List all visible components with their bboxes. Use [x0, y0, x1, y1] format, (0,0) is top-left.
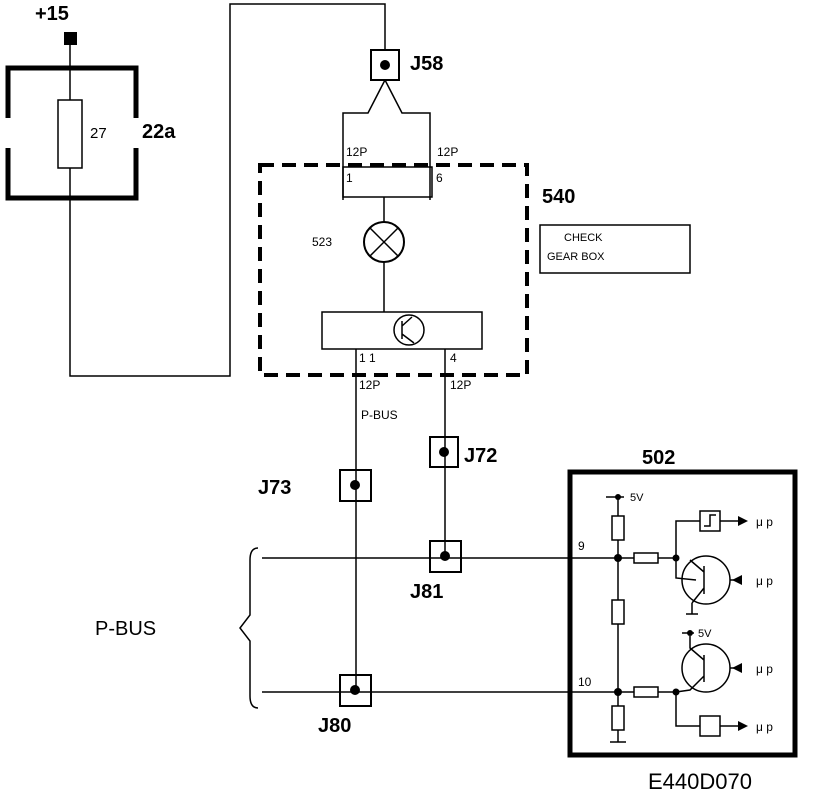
connector-j80: J80: [318, 674, 372, 737]
transistor-icon: [393, 314, 425, 346]
pin-bottom-right: 4: [450, 351, 457, 365]
fuse-block-id: 22a: [142, 121, 176, 143]
unit-540-boundary: [258, 163, 529, 377]
plug-bottom-left: 12P: [359, 378, 380, 392]
buffer-wire: [675, 692, 738, 727]
warning-line-1: CHECK: [564, 232, 603, 244]
series-resistor-9: [633, 552, 659, 564]
bus-label: P-BUS: [95, 618, 156, 640]
connector-j72: J72: [429, 436, 497, 468]
fuse-number: 27: [90, 125, 107, 142]
supply-5v-2: 5V: [682, 628, 712, 640]
buffer-block-icon: [699, 715, 721, 737]
connector-j58-label: J58: [410, 53, 443, 75]
plug-top-left: 12P: [346, 145, 367, 159]
supply-5v-1: 5V: [606, 492, 644, 504]
driver-block: [321, 311, 483, 350]
warning-text-box: [539, 224, 691, 274]
connector-j73: J73: [258, 469, 372, 502]
warning-line-2: GEAR BOX: [547, 251, 605, 263]
pin-top-right: 6: [436, 171, 443, 185]
lamp-523-label: 523: [312, 235, 332, 249]
top-connector-block: [342, 166, 433, 198]
resistor-pullup: [611, 515, 625, 541]
pin-bottom-left: 1 1: [359, 351, 376, 365]
svg-text:5V: 5V: [630, 492, 644, 504]
connector-j72-label: J72: [464, 445, 497, 467]
trigger-wire: [675, 520, 738, 558]
bus-brace: [239, 547, 259, 709]
j58-split-wire: [342, 79, 431, 200]
fuse-27: [57, 99, 83, 169]
receive-transistor-icon: [675, 555, 731, 615]
supply-label: +15: [35, 3, 69, 25]
connector-j81: J81: [410, 540, 462, 603]
connector-j80-label: J80: [318, 715, 351, 737]
transmit-transistor-icon: [675, 636, 731, 693]
unit-502-boundary: [567, 469, 798, 758]
series-resistor-10: [633, 686, 659, 698]
svg-text:5V: 5V: [698, 628, 712, 640]
connector-j58: J58: [370, 49, 443, 81]
output-2: μ p: [756, 574, 773, 588]
unit-502-id: 502: [642, 447, 675, 469]
schmitt-trigger-icon: [699, 510, 721, 532]
output-4: μ p: [756, 720, 773, 734]
drawing-id: E440D070: [648, 769, 752, 794]
pin-top-left: 1: [346, 171, 353, 185]
unit-540-id: 540: [542, 186, 575, 208]
supply-wire: [69, 3, 386, 377]
output-1: μ p: [756, 515, 773, 529]
pin-10-label: 10: [578, 675, 592, 689]
plug-top-right: 12P: [437, 145, 458, 159]
lamp-523: [363, 221, 405, 263]
resistor-middle: [611, 599, 625, 625]
plug-bottom-right: 12P: [450, 378, 471, 392]
wire-label-pbus: P-BUS: [361, 408, 398, 422]
connector-j73-label: J73: [258, 477, 291, 499]
connector-j81-label: J81: [410, 581, 443, 603]
output-3: μ p: [756, 662, 773, 676]
resistor-pulldown: [611, 705, 625, 731]
supply-terminal: [64, 32, 77, 45]
fuse-block-22a: 27 22a: [5, 65, 176, 201]
pin-9-label: 9: [578, 539, 585, 553]
